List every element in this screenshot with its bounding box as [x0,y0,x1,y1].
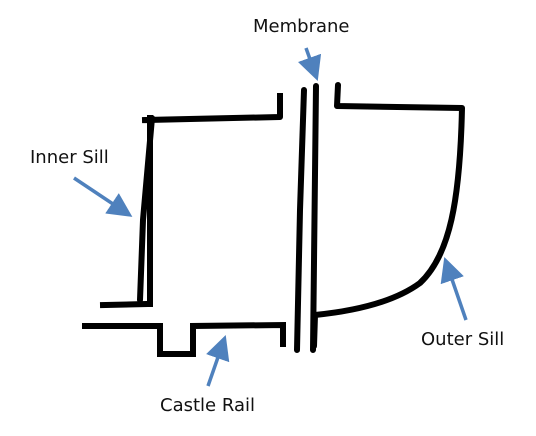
membrane-label: Membrane [253,16,350,37]
membrane-line [310,83,319,353]
outer-sill-arrow [440,257,468,321]
inner-sill-profile [99,93,283,309]
membrane-arrow [297,47,322,81]
castle-rail-label: Castle Rail [160,395,255,416]
castle-rail-arrow [206,335,230,387]
inner-sill-label: Inner Sill [30,147,109,168]
outer-sill-label: Outer Sill [421,329,505,350]
inner-sill-side [137,115,155,303]
inner-sill-right-wall [294,87,307,353]
inner-sill-arrow [73,176,133,217]
outer-sill-profile [311,82,465,349]
castle-rail-profile [82,321,286,357]
